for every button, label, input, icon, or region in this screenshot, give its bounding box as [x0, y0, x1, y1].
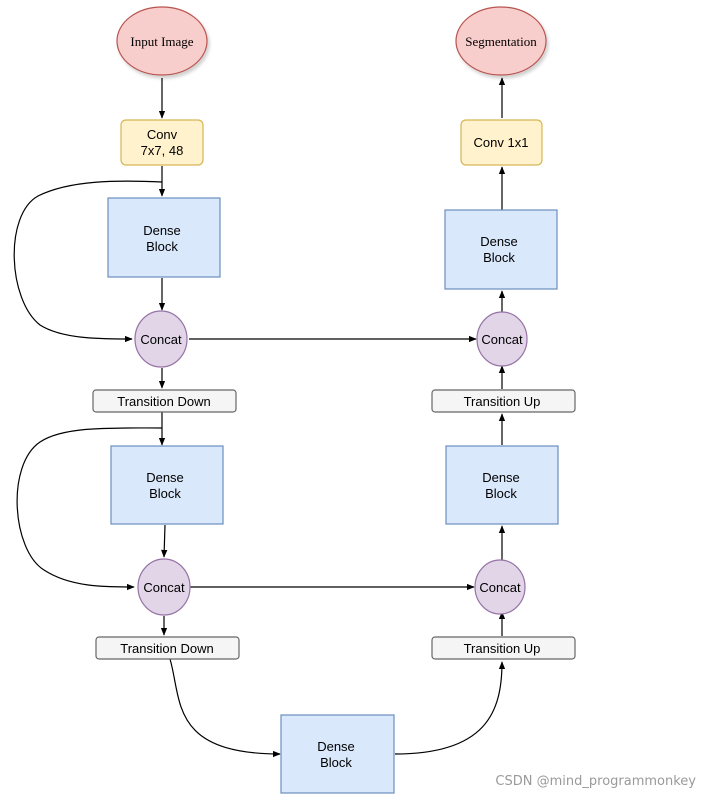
transition-down-1-box: [92, 389, 237, 413]
dense-block-up-1: Dense Block: [444, 209, 558, 290]
conv-last-node: Conv 1x1: [460, 119, 543, 166]
dense-block-up-1-box: [444, 209, 558, 290]
conv-first-label-line-2: 7x7, 48: [141, 143, 184, 158]
dense-block-up-1-label-line-1: Dense: [480, 234, 518, 249]
dense-block-up-2-box: [445, 445, 559, 525]
transition-down-1: Transition Down: [92, 389, 237, 413]
segmentation-node: Segmentation: [455, 6, 547, 76]
concat-up-2-label: Concat: [479, 580, 521, 595]
transition-up-1-box: [431, 389, 576, 413]
dense-block-down-2-box: [110, 445, 224, 525]
edges: [13, 77, 506, 758]
dense-block-up-1-label-line-2: Block: [483, 250, 515, 265]
dense-block-down-2-label-line-1: Dense: [146, 470, 184, 485]
conv-last-box: [460, 119, 543, 166]
concat-up-1-ellipse: [476, 311, 528, 367]
concat-down-1-label: Concat: [140, 332, 182, 347]
concat-down-2: Concat: [137, 558, 191, 616]
concat-up-2-ellipse: [474, 559, 526, 615]
input-image-node: Input Image: [116, 6, 208, 76]
conv-first-label-line-1: Conv: [147, 127, 178, 142]
edge-dense-2-to-concat-2: [161, 524, 168, 558]
concat-down-2-ellipse: [137, 558, 191, 616]
dense-block-up-2-label-line-1: Dense: [482, 470, 520, 485]
dense-block-down-2-label-line-2: Block: [149, 486, 181, 501]
watermark: CSDN @mind_programmonkey: [495, 774, 696, 789]
dense-block-down-1: Dense Block: [107, 197, 221, 278]
edge-skip-conv-to-concat-1: [13, 180, 163, 343]
transition-down-1-label: Transition Down: [117, 394, 210, 409]
concat-up-1-label: Concat: [481, 332, 523, 347]
transition-down-2: Transition Down: [95, 636, 240, 660]
conv-first-node: Conv 7x7, 48: [120, 119, 204, 166]
dense-block-bottleneck-box: [280, 714, 395, 794]
concat-up-2: Concat: [474, 559, 526, 615]
concat-down-1: Concat: [134, 310, 188, 368]
nodes: Input Image Segmentation Conv 7x7, 48 Co…: [92, 6, 576, 794]
input-image-ellipse: [116, 6, 208, 76]
dense-block-bottleneck: Dense Block: [280, 714, 395, 794]
transition-up-2-box: [431, 636, 576, 660]
edge-bottleneck-to-transition-up-2: [394, 661, 506, 755]
dense-block-down-2: Dense Block: [110, 445, 224, 525]
edge-transition-down-2-to-bottleneck: [169, 658, 281, 758]
dense-block-down-1-label-line-2: Block: [146, 239, 178, 254]
transition-up-2-label: Transition Up: [464, 641, 541, 656]
conv-first-box: [120, 119, 204, 166]
dense-block-up-2: Dense Block: [445, 445, 559, 525]
transition-down-2-label: Transition Down: [120, 641, 213, 656]
segmentation-ellipse: [455, 6, 547, 76]
segmentation-label: Segmentation: [465, 34, 537, 49]
dense-block-up-2-label-line-2: Block: [485, 486, 517, 501]
transition-up-2: Transition Up: [431, 636, 576, 660]
concat-down-1-ellipse: [134, 310, 188, 368]
concat-up-1: Concat: [476, 311, 528, 367]
concat-down-2-label: Concat: [143, 580, 185, 595]
transition-up-1: Transition Up: [431, 389, 576, 413]
dense-block-down-1-label-line-1: Dense: [143, 223, 181, 238]
transition-down-2-box: [95, 636, 240, 660]
edge-skip-transition-1-to-concat-2: [16, 427, 163, 591]
dense-block-down-1-box: [107, 197, 221, 278]
input-image-label: Input Image: [130, 34, 193, 49]
conv-last-label: Conv 1x1: [474, 135, 529, 150]
dense-block-bottleneck-label-line-2: Block: [320, 755, 352, 770]
dense-block-bottleneck-label-line-1: Dense: [317, 739, 355, 754]
transition-up-1-label: Transition Up: [464, 394, 541, 409]
